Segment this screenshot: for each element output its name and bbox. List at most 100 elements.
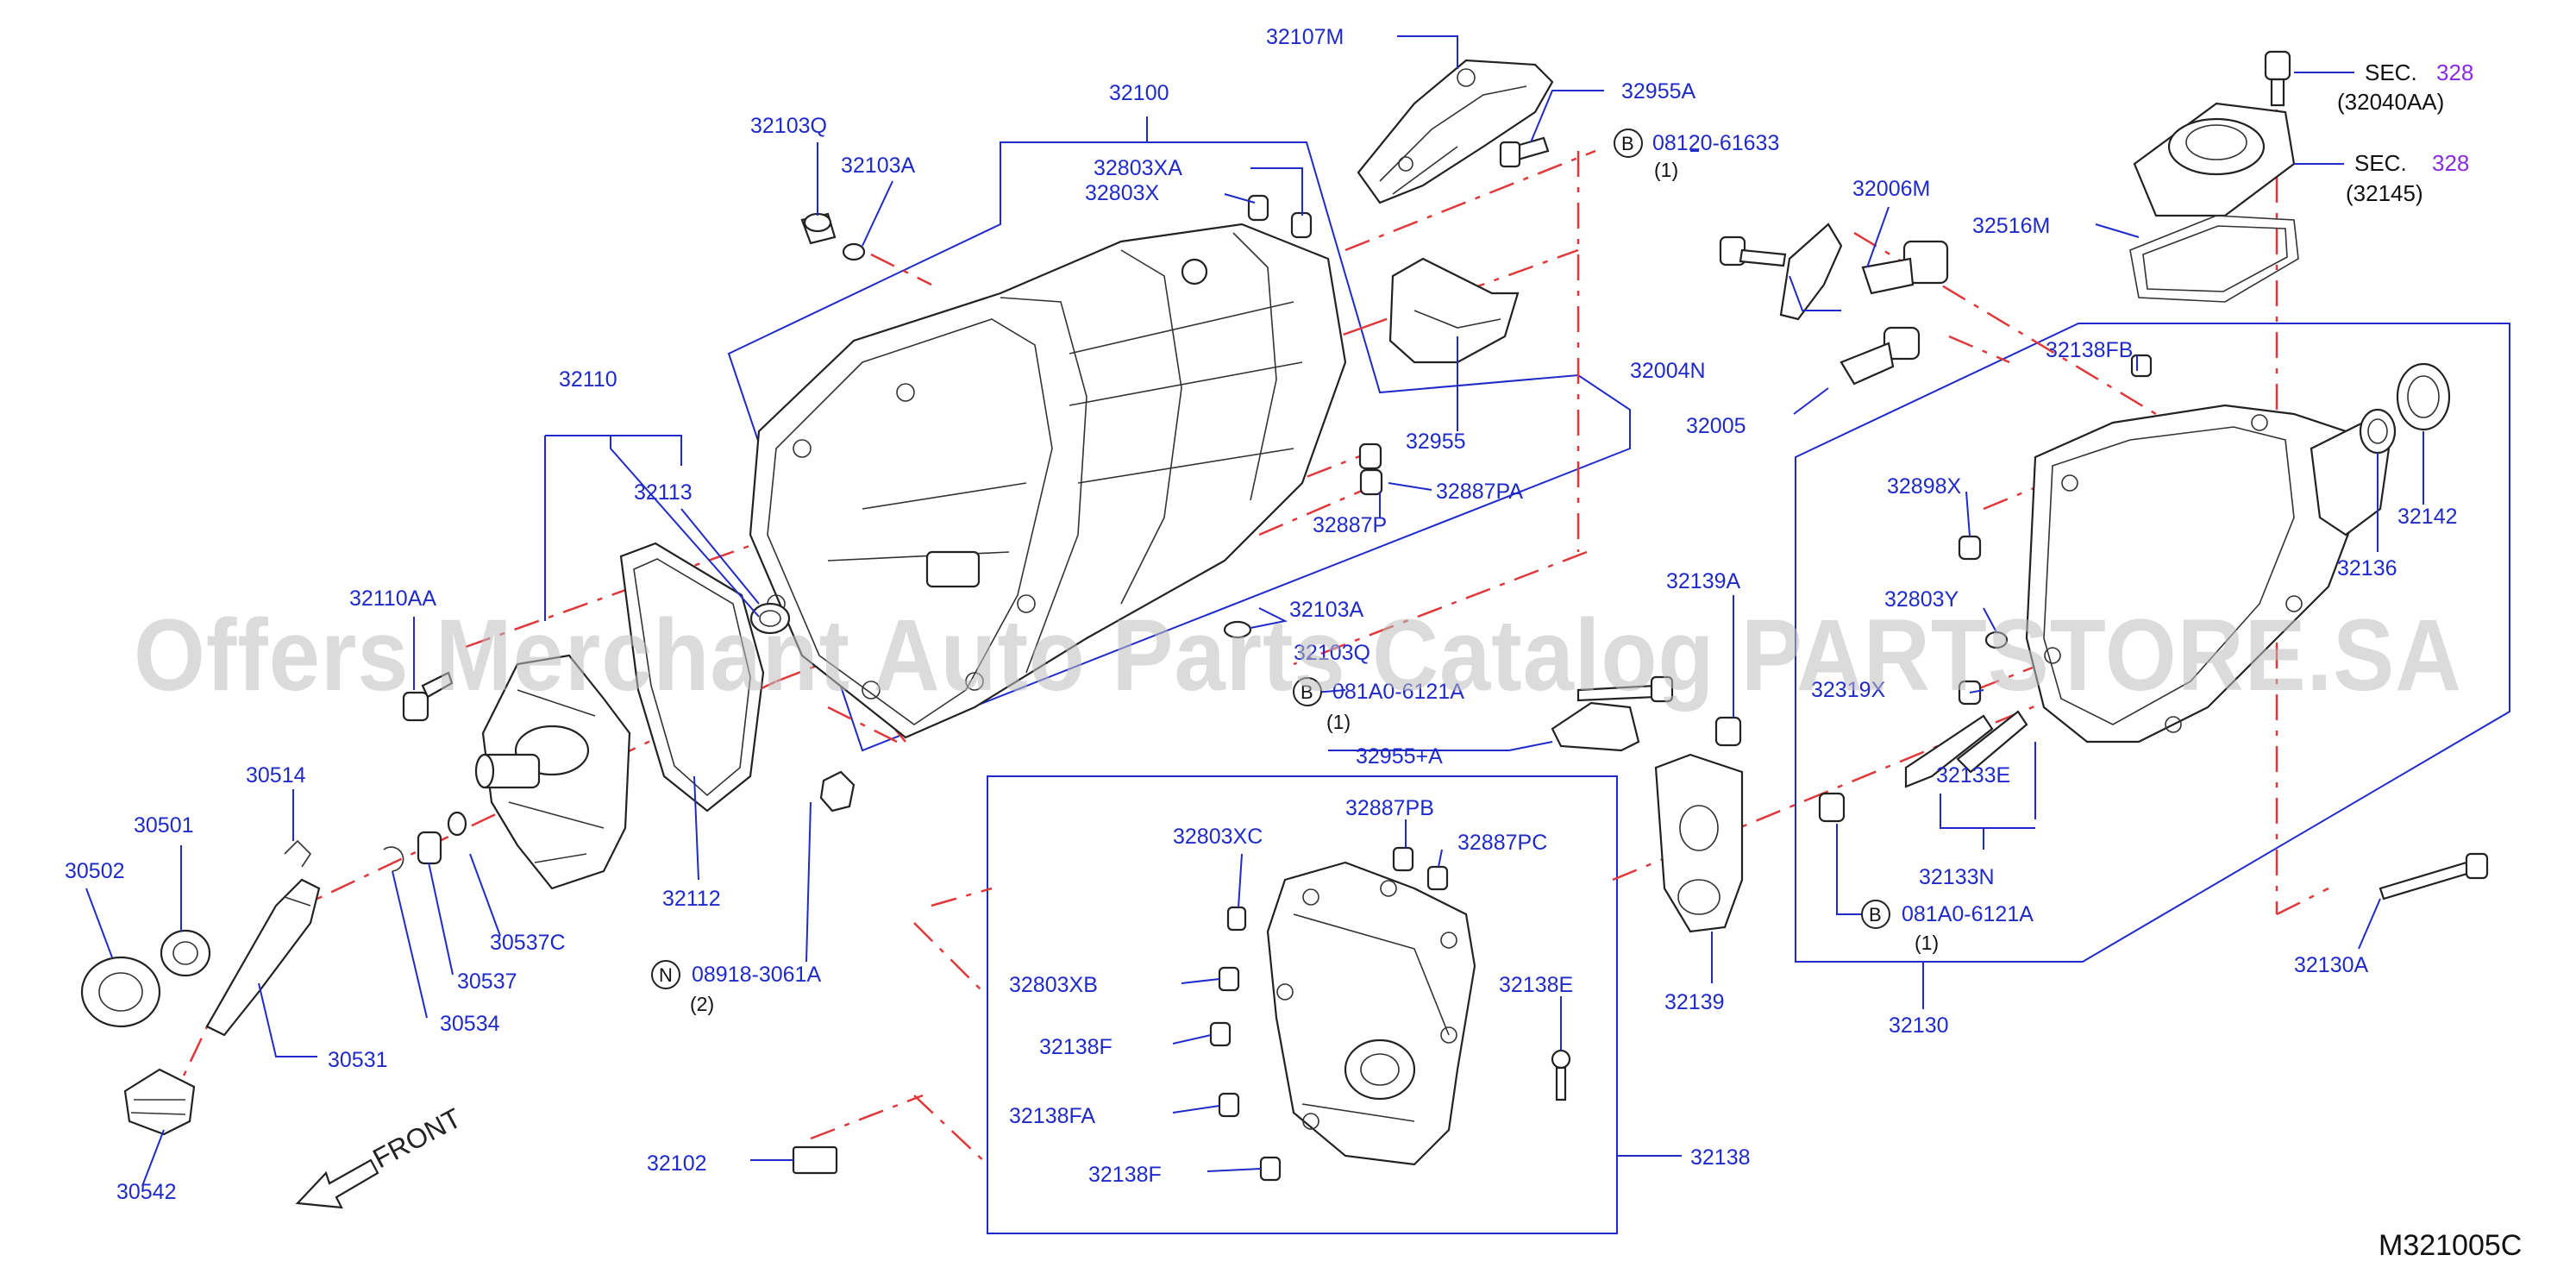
label-32887PB: 32887PB <box>1345 796 1434 820</box>
bearing-sleeve-30501 <box>160 929 211 977</box>
dowel-32138FA <box>1218 1092 1240 1118</box>
label-32103A-top: 32103A <box>841 154 916 178</box>
bracket-32133E <box>1904 710 2028 788</box>
adapter-group-frame <box>987 775 1618 1234</box>
label-32803XB: 32803XB <box>1009 973 1098 997</box>
label-32110: 32110 <box>559 367 617 392</box>
dowels-32887P <box>1358 442 1383 496</box>
sec-reference-2: SEC. 328 (32145) <box>2346 150 2469 206</box>
label-32136: 32136 <box>2337 556 2397 580</box>
bolt-081A0-6121A-mid <box>1576 675 1674 703</box>
dowel-32887PB <box>1392 846 1414 872</box>
label-32102: 32102 <box>647 1151 707 1176</box>
plug-32103Q <box>800 212 837 245</box>
front-direction-indicator: FRONT <box>295 1102 467 1209</box>
bolt-32955A <box>1499 136 1550 168</box>
label-32112: 32112 <box>662 887 721 911</box>
label-32516M: 32516M <box>1972 214 2050 238</box>
svg-text:08120-61633: 08120-61633 <box>1652 131 1779 155</box>
label-32139: 32139 <box>1664 990 1725 1014</box>
label-32803Y: 32803Y <box>1884 587 1959 612</box>
gasket-32139 <box>1654 753 1744 933</box>
label-30537C: 30537C <box>490 931 566 955</box>
label-32142: 32142 <box>2397 505 2458 529</box>
front-cover-32110 <box>474 654 631 890</box>
adapter-plate-32138 <box>1266 861 1476 1166</box>
label-32103A-mid: 32103A <box>1289 598 1364 622</box>
label-32887PA: 32887PA <box>1436 480 1523 504</box>
label-30514: 30514 <box>246 763 306 787</box>
dowel-32887PC <box>1426 865 1449 891</box>
svg-text:(1): (1) <box>1654 159 1678 181</box>
svg-text:B: B <box>1301 681 1313 703</box>
bracket-32004N <box>1779 223 1843 321</box>
nut-08918-3061A <box>819 770 856 813</box>
label-32130: 32130 <box>1889 1013 1949 1038</box>
label-30542: 30542 <box>116 1180 177 1204</box>
label-32803XC: 32803XC <box>1173 825 1263 849</box>
label-32955A: 32955A <box>1621 79 1696 104</box>
label-32898X: 32898X <box>1887 474 1962 499</box>
label-32138E: 32138E <box>1499 973 1573 997</box>
svg-text:081A0-6121A: 081A0-6121A <box>1902 902 2034 926</box>
dowel-32898X <box>1958 535 1982 561</box>
label-32103Q-mid: 32103Q <box>1294 641 1370 665</box>
bolt-ref-08120-61633: B 08120-61633 (1) <box>1614 129 1779 181</box>
leader-lines <box>85 35 2424 1187</box>
clip-30534 <box>383 846 404 872</box>
label-32133E: 32133E <box>1936 763 2010 787</box>
svg-text:B: B <box>1621 133 1634 154</box>
label-32110AA: 32110AA <box>349 587 436 611</box>
washer-30537C <box>447 811 467 837</box>
nut-ref-08918-3061A: N 08918-3061A (2) <box>651 960 821 1015</box>
dowel-32138FB <box>2130 354 2153 378</box>
top-cover-sec328 <box>2133 102 2296 217</box>
diagram-code: M321005C <box>2379 1229 2522 1262</box>
boot-30542 <box>123 1068 196 1136</box>
svg-text:328: 328 <box>2436 60 2473 85</box>
oil-seal-32142 <box>2396 362 2451 431</box>
label-30502: 30502 <box>65 859 125 883</box>
dowel-32803XC <box>1226 906 1247 932</box>
washer-32103A <box>842 242 866 261</box>
svg-text:328: 328 <box>2432 150 2469 176</box>
label-32887PC: 32887PC <box>1457 831 1547 855</box>
label-32138F-b: 32138F <box>1088 1163 1162 1187</box>
bolt-32139A <box>1714 716 1742 747</box>
release-bearing-30502 <box>80 956 161 1028</box>
gasket-32112 <box>619 542 765 813</box>
label-30534: 30534 <box>440 1012 500 1036</box>
bolt-sec328-32040AA <box>2264 50 2291 107</box>
withdrawal-lever-30531 <box>205 878 321 1037</box>
dowel-32803XB <box>1218 966 1240 992</box>
label-32803X: 32803X <box>1085 181 1160 205</box>
svg-text:SEC.: SEC. <box>2365 60 2417 85</box>
pivot-30537 <box>417 831 442 865</box>
svg-text:(1): (1) <box>1326 711 1351 733</box>
bolt-32130A <box>2379 852 2489 900</box>
svg-text:N: N <box>659 964 673 986</box>
label-32138F-a: 32138F <box>1039 1035 1113 1059</box>
label-32103Q-top: 32103Q <box>750 114 827 138</box>
switch-32006M <box>1861 240 1949 295</box>
front-arrow-icon <box>295 1158 379 1209</box>
label-32138: 32138 <box>1690 1145 1751 1170</box>
extension-group-frame <box>1795 323 2510 963</box>
label-32100: 32100 <box>1109 81 1169 105</box>
retainer-spring-30514 <box>284 839 312 868</box>
oil-seal-32113 <box>749 602 791 635</box>
stud-32138E <box>1551 1049 1571 1101</box>
label-32006M: 32006M <box>1852 177 1930 201</box>
svg-text:(1): (1) <box>1915 932 1939 954</box>
svg-text:081A0-6121A: 081A0-6121A <box>1332 680 1464 704</box>
label-30537: 30537 <box>457 969 517 994</box>
label-32319X: 32319X <box>1811 678 1886 702</box>
switch-32005 <box>1840 326 1921 386</box>
case-group-frame <box>727 141 1631 752</box>
gasket-32516M <box>2129 215 2299 303</box>
bracket-32955 <box>1388 257 1520 364</box>
label-32005: 32005 <box>1686 414 1746 438</box>
label-32803XA: 32803XA <box>1094 156 1182 180</box>
svg-text:(32040AA): (32040AA) <box>2337 89 2444 115</box>
